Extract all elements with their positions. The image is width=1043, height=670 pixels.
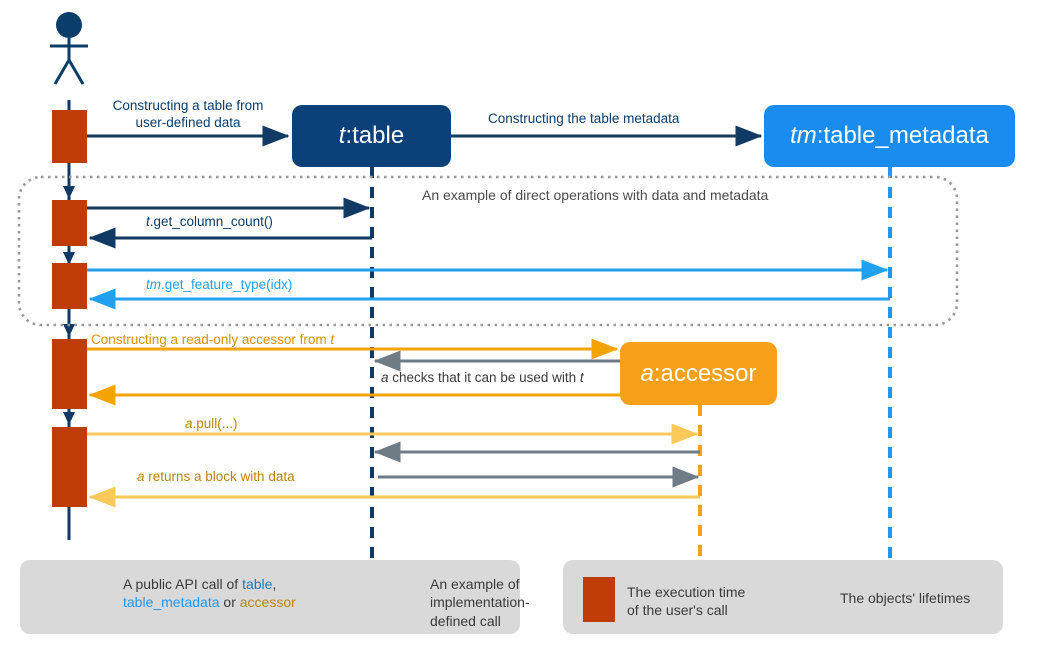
execution-bars [52,110,87,507]
message-label-get-feature-type-var: tm [146,277,161,292]
participant-name-table: t [338,122,346,149]
legend-impl-line1: An example of [430,576,520,592]
legend-item-impl-defined-text: An example of implementation- defined ca… [430,575,530,630]
message-label-construct-accessor-var: t [330,332,335,347]
participant-separator-table: : [345,122,353,149]
participant-box-accessor[interactable]: a : accessor [620,342,777,405]
actor-figure [50,12,88,85]
frame-label-text: An example of direct operations with dat… [422,187,769,203]
message-label-accessor-pull-var: a [185,416,193,431]
message-label-construct-table-line1: Constructing a table from [112,98,264,113]
legend-public-api-comma: , [272,576,277,592]
legend-public-api-or: or [219,594,240,611]
legend-word-accessor: accessor [239,594,296,611]
legend-execution-time-swatch [583,577,615,622]
legend-item-execution-time-text: The execution time of the user's call [627,583,745,620]
message-label-accessor-checks-var2: t [579,370,584,385]
participant-type-table: table [352,122,405,149]
message-label-construct-metadata-text: Constructing the table metadata [488,111,680,126]
message-label-construct-metadata: Constructing the table metadata [488,111,679,128]
participant-separator-table-metadata: : [816,122,824,149]
participant-separator-accessor: : [653,359,661,387]
legend-impl-line2: implementation- [430,594,530,611]
execution-bar [52,200,87,246]
legend-word-table: table [242,576,273,592]
participant-name-accessor: a [640,359,654,387]
legend-exec-line1: The execution time [627,584,746,600]
execution-bar [52,339,87,409]
message-label-get-column-count: t.get_column_count() [146,214,273,231]
message-label-accessor-returns-var: a [137,469,145,484]
legend-exec-line2: of the user's call [627,602,728,619]
message-label-construct-table-line2: user-defined data [135,114,241,130]
participant-box-table[interactable]: t : table [292,105,451,167]
legend-public-api-prefix: A public API call of [123,576,243,592]
direct-operations-frame [17,175,959,327]
message-label-construct-accessor-prefix: Constructing a read-only accessor from [91,332,331,347]
legend-item-lifetimes-text: The objects' lifetimes [840,589,970,607]
message-label-accessor-checks: a checks that it can be used with t [381,370,584,387]
message-label-accessor-pull-rest: .pull(...) [192,416,238,431]
message-label-accessor-returns-rest: returns a block with data [144,469,295,484]
legend-word-table-metadata: table_metadata [123,594,220,611]
participant-box-table-metadata[interactable]: tm : table_metadata [764,105,1015,167]
legend-item-public-api-text: A public API call of table, table_metada… [123,575,296,612]
message-label-construct-table: Constructing a table from user-defined d… [100,98,276,132]
message-label-accessor-checks-rest: checks that it can be used with [388,370,580,385]
participant-name-table-metadata: tm [790,122,817,149]
message-label-get-column-count-var: t [146,214,150,229]
message-label-get-column-count-rest: .get_column_count() [149,214,273,229]
legend-lifetimes-line1: The objects' lifetimes [840,590,971,606]
execution-bar [52,427,87,507]
message-label-accessor-returns-block: a returns a block with data [137,469,295,486]
legend-panel-right [563,560,1003,634]
participant-type-table-metadata: table_metadata [823,122,989,149]
message-label-get-feature-type-rest: .get_feature_type(idx) [161,277,293,292]
message-label-get-feature-type: tm.get_feature_type(idx) [146,277,292,294]
execution-bar [52,263,87,309]
execution-bar [52,110,87,163]
message-label-accessor-checks-var: a [381,370,389,385]
frame-label: An example of direct operations with dat… [422,187,768,205]
legend-impl-line3: defined call [430,612,501,629]
message-label-accessor-pull: a.pull(...) [185,416,238,433]
participant-type-accessor: accessor [660,359,757,387]
message-label-construct-accessor: Constructing a read-only accessor from t [91,332,334,349]
legend-panel-left [20,560,520,634]
